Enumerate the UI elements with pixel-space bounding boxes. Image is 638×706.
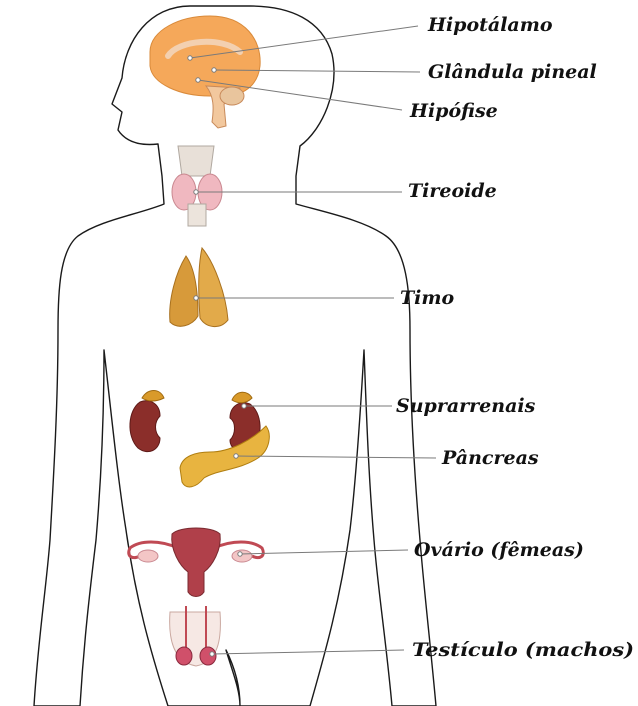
dot-tireoide xyxy=(194,190,198,194)
label-hipofise: Hipófise xyxy=(409,100,498,122)
label-hipotalamo: Hipotálamo xyxy=(427,14,553,36)
left-kidney xyxy=(130,401,160,452)
body-silhouette xyxy=(34,6,436,706)
dot-testiculo xyxy=(210,652,214,656)
label-glandula-pineal: Glândula pineal xyxy=(428,61,597,83)
label-ovario: Ovário (fêmeas) xyxy=(414,539,584,561)
dot-timo xyxy=(194,296,198,300)
testes-illustration xyxy=(170,606,221,666)
dot-pancreas xyxy=(234,454,238,458)
label-pancreas: Pâncreas xyxy=(441,447,539,469)
label-suprarrenais: Suprarrenais xyxy=(396,395,536,417)
dot-hipotalamo xyxy=(188,56,192,60)
label-testiculo: Testículo (machos) xyxy=(412,639,634,661)
dot-glandula-pineal xyxy=(212,68,216,72)
trachea xyxy=(188,204,206,226)
cerebellum xyxy=(220,87,244,105)
dot-ovario xyxy=(238,552,242,556)
labels: Hipotálamo Glândula pineal Hipófise Tire… xyxy=(396,14,634,661)
larynx xyxy=(178,146,214,176)
label-tireoide: Tireoide xyxy=(408,180,497,202)
left-ovary xyxy=(138,550,158,562)
dot-hipofise xyxy=(196,78,200,82)
dot-suprarrenais xyxy=(242,404,246,408)
right-ovary xyxy=(232,550,252,562)
left-testis xyxy=(176,647,192,665)
label-timo: Timo xyxy=(400,287,454,309)
